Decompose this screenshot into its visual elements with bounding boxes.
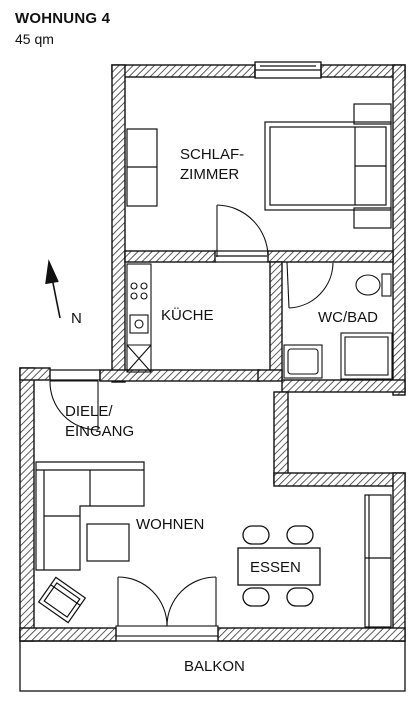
window-bedroom <box>254 61 322 79</box>
balcony <box>19 640 406 692</box>
door-bathroom <box>286 261 334 309</box>
label-schlafzimmer-2: ZIMMER <box>180 166 239 183</box>
sideboard <box>364 494 392 628</box>
walls <box>19 64 406 642</box>
north-arrow-icon <box>45 259 61 319</box>
label-diele-1: DIELE/ <box>65 403 113 420</box>
door-balcony <box>115 576 219 637</box>
coffee-table <box>86 523 130 562</box>
shower-tray <box>340 332 393 380</box>
double-bed <box>264 103 392 229</box>
label-schlafzimmer-1: SCHLAF- <box>180 146 244 163</box>
door-bedroom <box>216 204 269 258</box>
label-compass-north: N <box>71 310 82 327</box>
bathroom-sink <box>283 344 323 379</box>
label-balkon: BALKON <box>184 658 245 675</box>
label-wc-bad: WC/BAD <box>318 309 378 326</box>
door-entrance <box>49 380 99 431</box>
label-essen: ESSEN <box>250 559 301 576</box>
toilet <box>355 273 392 297</box>
plan-area: 45 qm <box>15 31 54 47</box>
dining-table <box>237 525 321 607</box>
wardrobe-bedroom <box>126 128 158 207</box>
armchair <box>37 576 87 624</box>
label-diele-2: EINGANG <box>65 423 134 440</box>
kitchen-counter <box>126 263 152 373</box>
label-kueche: KÜCHE <box>161 306 214 324</box>
corner-sofa <box>35 461 145 571</box>
plan-title: WOHNUNG 4 <box>15 10 111 27</box>
label-wohnen: WOHNEN <box>136 516 204 533</box>
